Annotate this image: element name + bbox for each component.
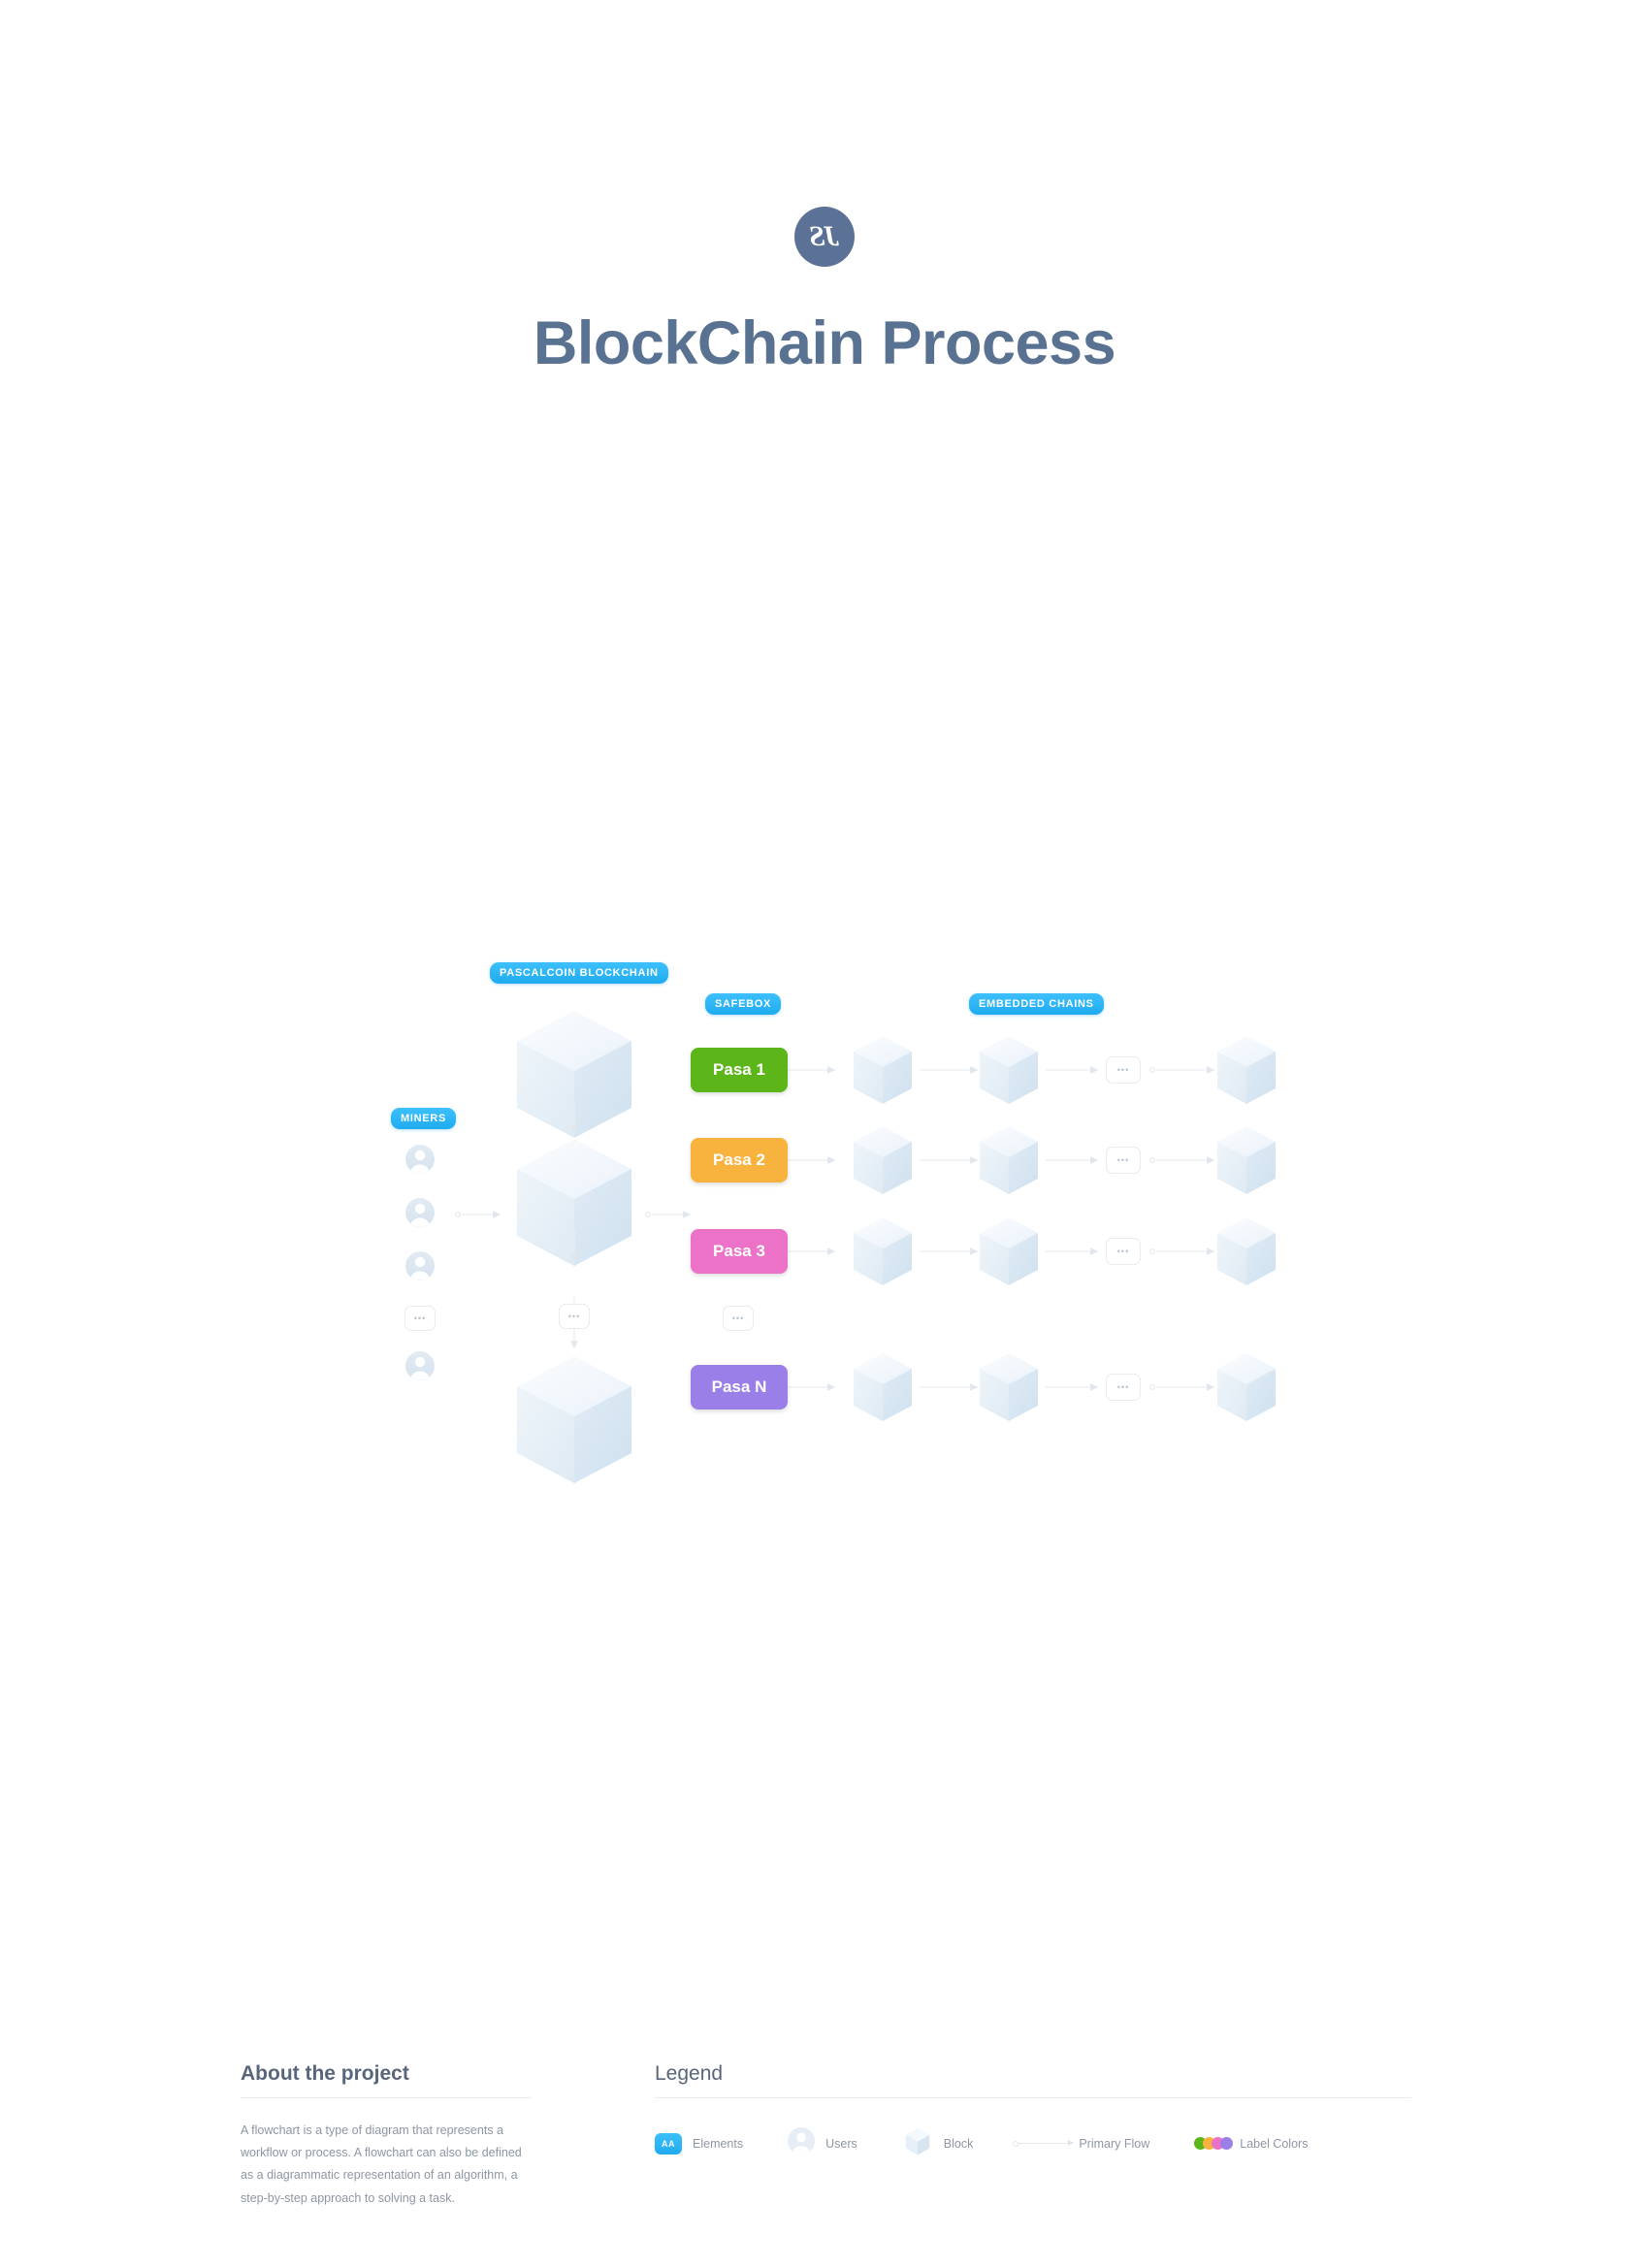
main-cube-1 [517,1011,631,1138]
pasa-node-n[interactable]: Pasa N [691,1365,788,1409]
legend-item-users: Users [788,2127,857,2159]
ellipsis-box-miners[interactable]: ••• [404,1306,436,1331]
legend-item-primary-flow: Primary Flow [1013,2136,1150,2151]
chain-row-4 [770,1353,1276,1421]
ellipsis-box-row-1[interactable]: ••• [1106,1056,1141,1084]
chain-row-3 [770,1217,1276,1285]
circular-logo-icon: JS [794,207,855,267]
section-label-embedded-chains[interactable]: EMBEDDED CHAINS [969,993,1104,1016]
miner-avatars [405,1145,435,1380]
color-dots-icon [1194,2137,1234,2151]
page-title: BlockChain Process [533,309,1116,377]
pasa-node-2-label: Pasa 2 [713,1150,765,1169]
main-cube-3 [517,1356,631,1483]
color-dot-purple [1220,2137,1234,2151]
about-title: About the project [241,2062,409,2085]
section-label-pascalcoin-blockchain[interactable]: PASCALCOIN BLOCKCHAIN [490,962,668,985]
legend-label-block: Block [943,2136,974,2151]
ellipsis-box-row-2[interactable]: ••• [1106,1147,1141,1174]
legend-items: AA Elements Users [655,2125,1411,2161]
pasa-node-1[interactable]: Pasa 1 [691,1048,788,1092]
legend-divider [655,2097,1411,2099]
user-avatar-icon [788,2127,816,2159]
arrow-line-icon [1013,2139,1075,2148]
legend-title: Legend [655,2062,724,2085]
legend-item-block: Block [902,2125,974,2161]
pasa-node-3[interactable]: Pasa 3 [691,1229,788,1274]
legend-label-elements: Elements [693,2136,744,2151]
about-section: About the project A flowchart is a type … [241,2061,532,2210]
legend-label-primary-flow: Primary Flow [1079,2136,1150,2151]
pasa-node-1-label: Pasa 1 [713,1060,765,1079]
pasa-node-n-label: Pasa N [711,1377,767,1396]
legend-label-label-colors: Label Colors [1240,2136,1309,2151]
main-cube-2 [517,1139,631,1266]
pasa-node-3-label: Pasa 3 [713,1242,765,1260]
about-divider [241,2097,532,2099]
ellipsis-box-safebox[interactable]: ••• [723,1306,754,1331]
pasa-node-2[interactable]: Pasa 2 [691,1138,788,1183]
legend-label-users: Users [825,2136,857,2151]
miners-to-chain-connector [455,1211,501,1218]
ellipsis-box-main-chain[interactable]: ••• [559,1304,590,1329]
chain-row-2 [770,1126,1276,1194]
legend-item-label-colors: Label Colors [1194,2137,1308,2151]
section-label-safebox[interactable]: SAFEBOX [705,993,782,1016]
about-body: A flowchart is a type of diagram that re… [241,2123,522,2205]
rounded-badge-icon: AA [655,2132,682,2155]
ellipsis-box-row-4[interactable]: ••• [1106,1374,1141,1401]
legend-item-elements: AA Elements [655,2132,744,2155]
isometric-cube-icon [902,2125,933,2161]
chain-row-1 [770,1036,1276,1104]
legend-section: Legend AA Elements Users [655,2061,1411,2161]
section-label-miners[interactable]: MINERS [391,1108,456,1130]
ellipsis-box-row-3[interactable]: ••• [1106,1238,1141,1265]
chain-to-safebox-connector [645,1211,691,1218]
